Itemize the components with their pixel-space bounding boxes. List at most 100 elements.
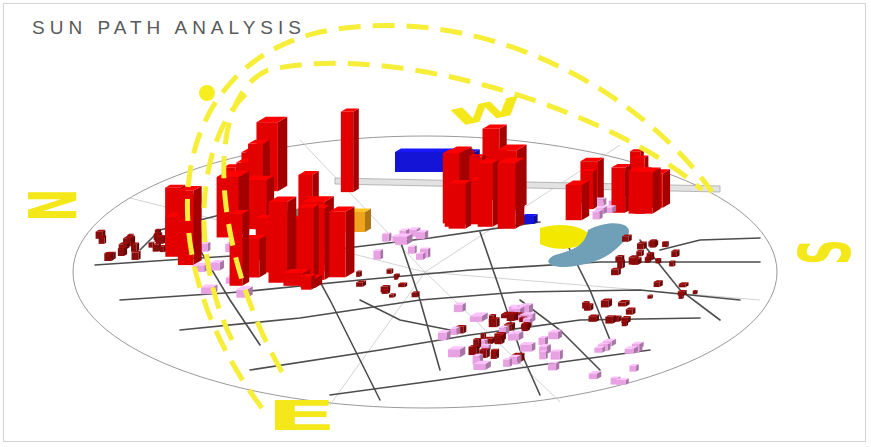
building (473, 361, 490, 370)
building-roof (594, 346, 605, 348)
building-front (495, 336, 502, 344)
building (520, 342, 535, 352)
building-roof (443, 150, 466, 154)
building (503, 358, 512, 367)
building (625, 346, 638, 354)
building-front (341, 112, 353, 192)
building-roof (491, 350, 499, 352)
building-front (449, 183, 466, 228)
building-roof (671, 250, 679, 252)
building-front (551, 351, 560, 359)
building-roof (160, 245, 166, 246)
building-front (382, 234, 389, 242)
building (478, 160, 499, 227)
building-front (622, 236, 629, 241)
building (508, 331, 524, 341)
building (301, 274, 315, 290)
building-side (111, 252, 113, 261)
building-roof (469, 345, 480, 347)
building-roof (399, 229, 409, 231)
building-side (346, 207, 355, 278)
building-side (380, 249, 383, 260)
building-roof (481, 332, 487, 334)
compass-label: S (791, 239, 861, 264)
building-roof (519, 303, 533, 305)
building-roof (382, 232, 391, 234)
building-front (356, 282, 363, 286)
building-front (438, 333, 447, 341)
building-front (622, 322, 626, 326)
building-roof (119, 242, 130, 244)
building (156, 235, 166, 244)
building-front (373, 251, 380, 260)
building-roof (154, 232, 163, 233)
building-side (138, 251, 140, 260)
building-roof (566, 181, 590, 185)
building-roof (629, 364, 638, 366)
building-roof (469, 154, 485, 156)
building-roof (618, 300, 630, 302)
building (622, 321, 628, 326)
building-roof (450, 327, 460, 329)
road (250, 318, 700, 370)
building-roof (632, 257, 642, 259)
building-front (650, 240, 655, 247)
building-front (611, 269, 618, 275)
building-side (652, 252, 654, 260)
building (118, 246, 127, 256)
building-side (353, 109, 359, 193)
building-side (497, 317, 500, 327)
building-roof (654, 280, 663, 282)
building-front (679, 284, 686, 287)
building (495, 334, 505, 344)
building (629, 364, 638, 372)
building-front (669, 262, 673, 267)
building-front (522, 324, 528, 331)
building-side (682, 293, 684, 298)
building (637, 242, 647, 250)
building-front (679, 294, 683, 299)
building-front (671, 251, 677, 257)
building-front (693, 291, 696, 294)
building (341, 109, 359, 193)
building-front (412, 293, 418, 297)
building-side (259, 235, 266, 278)
building (408, 245, 417, 253)
building-roof (382, 289, 390, 290)
building-front (538, 338, 544, 345)
building-roof (611, 377, 621, 379)
building-front (588, 316, 596, 322)
building-front (647, 295, 651, 298)
building-roof (236, 286, 252, 289)
building (548, 362, 559, 371)
building-front (520, 344, 531, 351)
building-roof (454, 303, 466, 305)
building (594, 346, 605, 353)
building (679, 282, 689, 287)
building-roof (622, 321, 628, 322)
building (669, 260, 675, 266)
sun-path-arc (204, 92, 248, 340)
building-roof (512, 353, 524, 355)
building-roof (645, 256, 651, 257)
building-roof (283, 269, 310, 273)
building-roof (449, 180, 472, 183)
building (617, 260, 625, 269)
building-roof (548, 330, 562, 333)
building-front (450, 329, 457, 335)
building-front (548, 364, 556, 371)
road (640, 240, 720, 320)
building-front (605, 317, 612, 324)
building-side (515, 158, 524, 229)
building-front (356, 272, 360, 277)
building (398, 283, 407, 288)
building-roof (522, 322, 531, 324)
building-roof (301, 274, 315, 276)
building-roof (211, 260, 224, 263)
building-front (153, 245, 158, 252)
building (469, 345, 480, 355)
building-front (589, 373, 597, 379)
building-side (325, 205, 330, 280)
building-roof (655, 258, 661, 260)
